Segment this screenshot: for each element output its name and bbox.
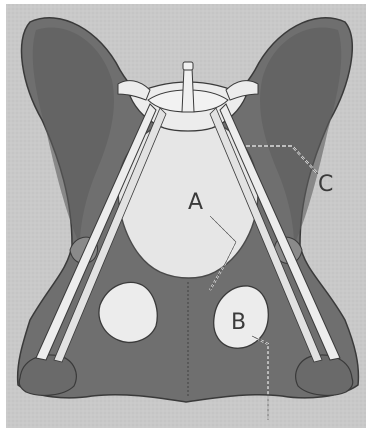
label-a: A [188,192,203,214]
label-b: B [231,312,246,334]
spine-tip [183,62,193,70]
label-c: C [318,174,333,196]
spinous-process [182,68,194,112]
